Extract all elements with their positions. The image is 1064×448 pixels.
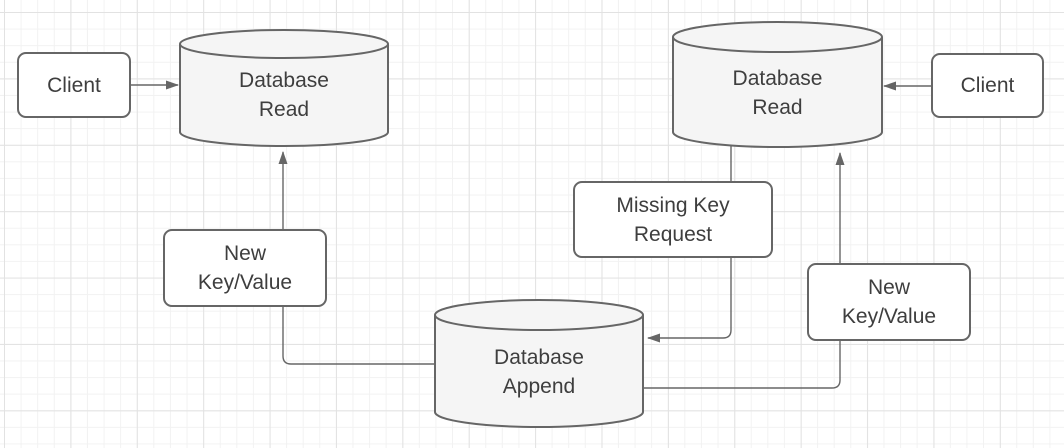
db-read-right-label: Database Read [732, 66, 823, 119]
db-append-label: Database Append [494, 345, 584, 398]
db-read-right-cylinder[interactable] [672, 21, 883, 148]
missing-key-request-label[interactable]: Missing Key Request [573, 181, 773, 258]
edge-db-append-to-db-read-right[interactable] [643, 152, 845, 389]
edge-db-read-right-to-db-append[interactable] [647, 145, 732, 343]
db-read-left-cylinder[interactable] [179, 29, 389, 147]
db-append-cylinder[interactable] [434, 299, 644, 428]
client-left-node[interactable]: Client [17, 52, 131, 118]
client-right-node[interactable]: Client [931, 53, 1044, 118]
new-key-value-left-label[interactable]: New Key/Value [163, 229, 327, 307]
edge-db-append-to-db-read-left[interactable] [278, 151, 435, 365]
new-key-value-right-label[interactable]: New Key/Value [807, 263, 971, 341]
db-read-left-label: Database Read [239, 69, 329, 121]
